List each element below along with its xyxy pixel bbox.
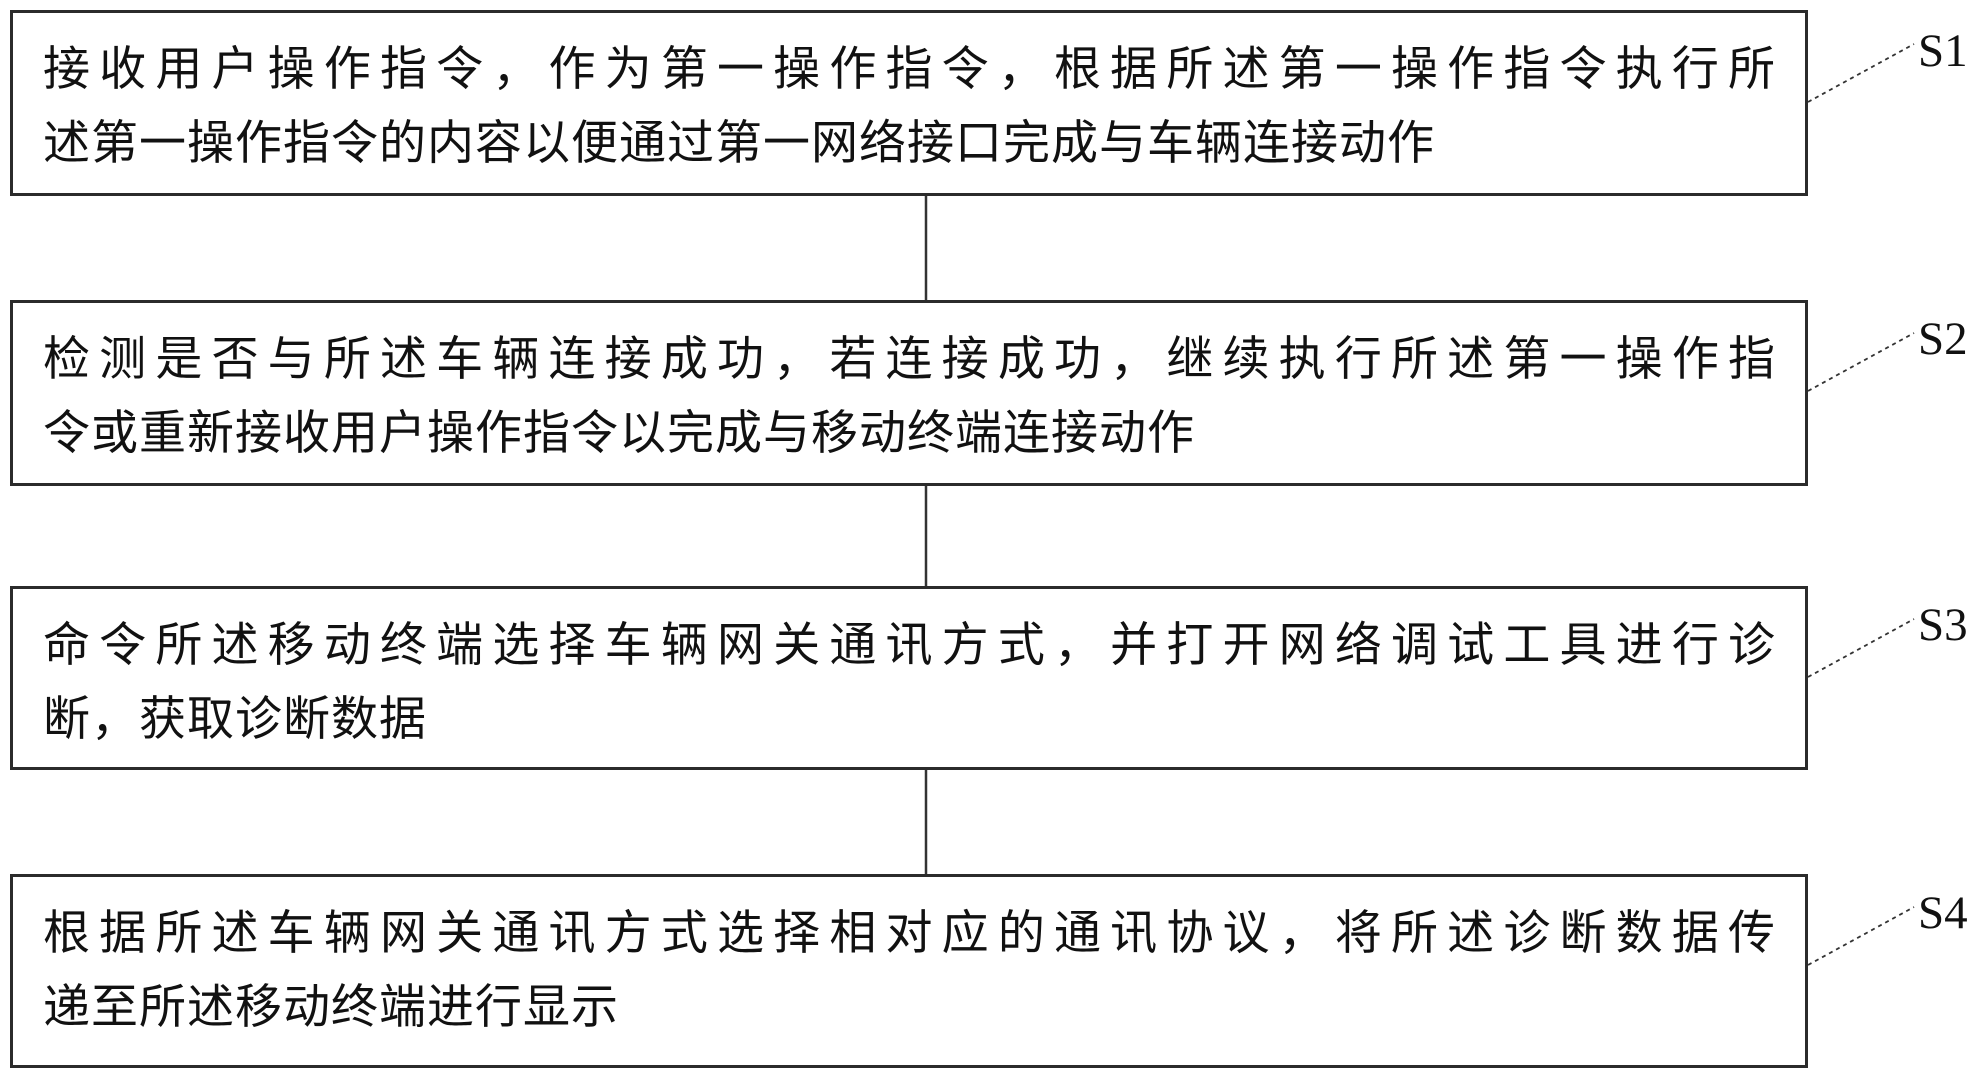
- leader-line-s4: [1807, 906, 1915, 966]
- step-s1-text-line-2: 述第一操作指令的内容以便通过第一网络接口完成与车辆连接动作: [43, 118, 1435, 170]
- step-s4-text-line-1: 根据所述车辆网关通讯方式选择相对应的通讯协议，将所述诊断数据传: [43, 908, 1775, 960]
- leader-line-s3: [1807, 618, 1915, 678]
- step-box-s3: 命令所述移动终端选择车辆网关通讯方式，并打开网络调试工具进行诊 断，获取诊断数据: [10, 586, 1808, 770]
- step-s2-text-line-1: 检测是否与所述车辆连接成功，若连接成功，继续执行所述第一操作指: [43, 334, 1775, 386]
- step-box-s1: 接收用户操作指令，作为第一操作指令，根据所述第一操作指令执行所 述第一操作指令的…: [10, 10, 1808, 196]
- leader-line-s1: [1807, 43, 1915, 103]
- step-box-s2: 检测是否与所述车辆连接成功，若连接成功，继续执行所述第一操作指 令或重新接收用户…: [10, 300, 1808, 486]
- step-box-s4: 根据所述车辆网关通讯方式选择相对应的通讯协议，将所述诊断数据传 递至所述移动终端…: [10, 874, 1808, 1068]
- step-s2-text-line-2: 令或重新接收用户操作指令以完成与移动终端连接动作: [43, 408, 1195, 460]
- step-label-s2: S2: [1918, 313, 1968, 365]
- step-s3-text-line-2: 断，获取诊断数据: [43, 694, 427, 746]
- step-label-s1: S1: [1918, 25, 1968, 77]
- step-label-s3: S3: [1918, 599, 1968, 651]
- step-label-s4: S4: [1918, 887, 1968, 939]
- step-s4-text-line-2: 递至所述移动终端进行显示: [43, 982, 619, 1034]
- step-s1-text-line-1: 接收用户操作指令，作为第一操作指令，根据所述第一操作指令执行所: [43, 44, 1775, 96]
- step-s3-text-line-1: 命令所述移动终端选择车辆网关通讯方式，并打开网络调试工具进行诊: [43, 620, 1775, 672]
- leader-line-s2: [1807, 332, 1915, 392]
